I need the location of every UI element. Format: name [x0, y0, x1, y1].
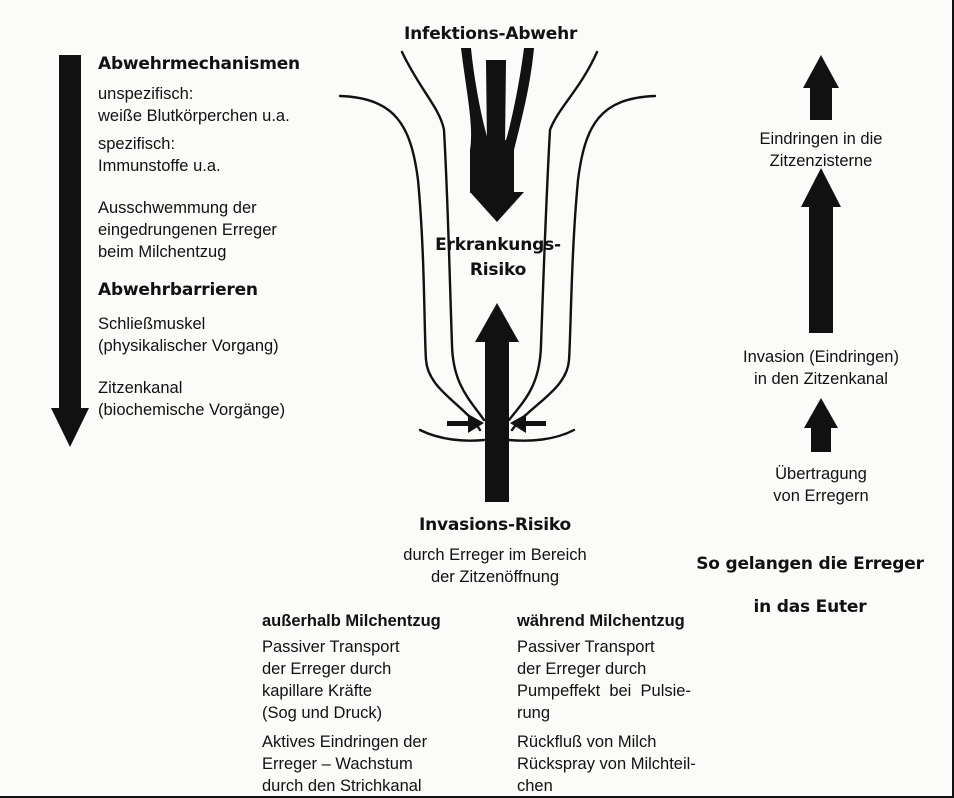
left-defense-down-arrow — [51, 55, 89, 447]
outside-line-3: kapillare Kräfte — [262, 682, 373, 700]
unspecific-detail: weiße Blutkörperchen u.a. — [98, 107, 290, 125]
during-line-7: chen — [517, 777, 553, 795]
during-line-1: Passiver Transport — [517, 638, 655, 656]
teat-canal-line-2: (biochemische Vorgänge) — [98, 401, 286, 419]
outside-line-5: Aktives Eindringen der — [262, 733, 428, 751]
teat-canal-line-1: Zitzenkanal — [98, 379, 183, 397]
outside-line-6: Erreger – Wachstum — [262, 755, 413, 773]
during-line-2: der Erreger durch — [517, 660, 647, 678]
caption-line-1: So gelangen die Erreger — [696, 554, 924, 574]
specific-label: spezifisch: — [98, 135, 176, 153]
flush-line-3: beim Milchentzug — [98, 243, 227, 261]
flush-line-1: Ausschwemmung der — [98, 199, 257, 217]
defense-barriers-heading: Abwehrbarrieren — [98, 280, 258, 300]
during-line-6: Rückspray von Milchteil- — [517, 755, 696, 773]
right-up-arrow-middle — [801, 168, 841, 333]
during-line-5: Rückfluß von Milch — [517, 733, 657, 751]
sphincter-line-2: (physikalischer Vorgang) — [98, 337, 279, 355]
infection-defense-title: Infektions-Abwehr — [404, 24, 578, 44]
right-up-arrow-bottom — [804, 398, 838, 452]
during-milking-heading: während Milchentzug — [517, 612, 685, 630]
step3-line-2: Zitzenzisterne — [769, 152, 873, 170]
disease-risk-line1: Erkrankungs- — [435, 235, 561, 255]
during-line-3: Pumpeffekt bei Pulsie- — [517, 682, 691, 700]
unspecific-label: unspezifisch: — [98, 85, 194, 103]
step2-line-2: in den Zitzenkanal — [754, 370, 888, 388]
specific-detail: Immunstoffe u.a. — [98, 157, 221, 175]
outside-line-1: Passiver Transport — [262, 638, 400, 656]
step2-line-1: Invasion (Eindringen) — [743, 348, 899, 366]
infection-defense-down-arrow — [461, 48, 534, 222]
invasion-risk-subtitle-1: durch Erreger im Bereich — [403, 546, 587, 564]
invasion-risk-subtitle-2: der Zitzenöffnung — [430, 568, 560, 586]
step3-line-1: Eindringen in die — [759, 130, 883, 148]
sphincter-arrows — [447, 414, 546, 433]
caption-line-2: in das Euter — [753, 597, 867, 617]
disease-risk-line2: Risiko — [469, 260, 527, 280]
step1-line-2: von Erregern — [773, 487, 869, 505]
outside-line-4: (Sog und Druck) — [262, 704, 383, 722]
outside-line-2: der Erreger durch — [262, 660, 392, 678]
invasion-up-arrow — [475, 303, 519, 502]
during-line-4: rung — [517, 704, 551, 722]
outside-milking-heading: außerhalb Milchentzug — [262, 612, 441, 630]
invasion-risk-title: Invasions-Risiko — [418, 515, 572, 535]
step1-line-1: Übertragung — [775, 465, 867, 483]
teat-outline — [338, 50, 657, 442]
flush-line-2: eingedrungenen Erreger — [98, 221, 277, 239]
right-up-arrow-top — [803, 55, 839, 120]
sphincter-line-1: Schließmuskel — [98, 315, 206, 333]
defense-mechanisms-heading: Abwehrmechanismen — [98, 54, 300, 74]
outside-line-7: durch den Strichkanal — [262, 777, 422, 795]
